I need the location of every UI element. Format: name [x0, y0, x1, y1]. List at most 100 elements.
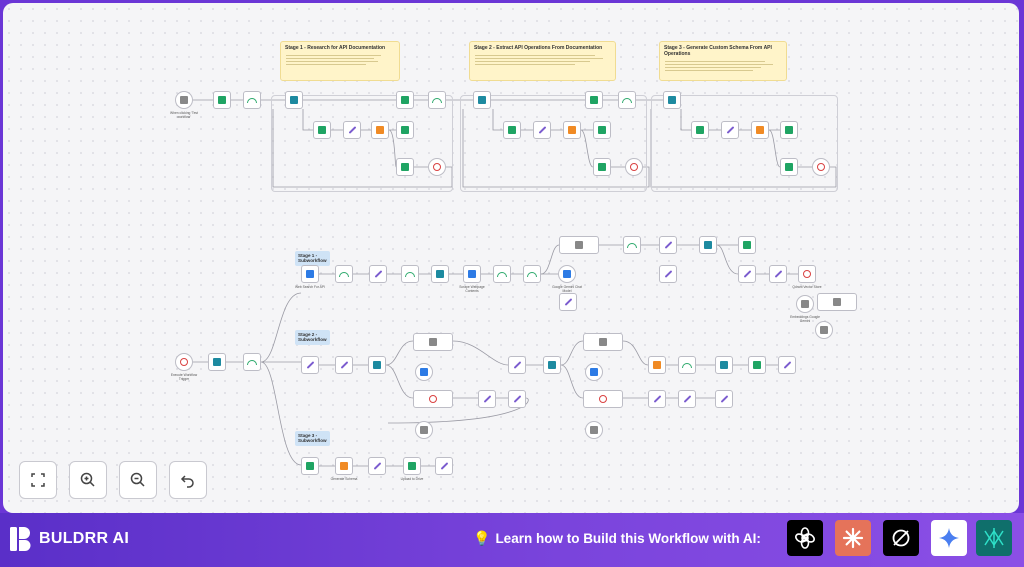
- sheets-update-node[interactable]: [396, 121, 414, 139]
- sheets-node[interactable]: [748, 356, 766, 374]
- vector-agent-node[interactable]: [413, 390, 453, 408]
- sheets-node[interactable]: [313, 121, 331, 139]
- vector-store-node[interactable]: [798, 265, 816, 283]
- set-node[interactable]: [508, 356, 526, 374]
- set-node[interactable]: [478, 390, 496, 408]
- set-node[interactable]: [715, 390, 733, 408]
- gemini-chat-node[interactable]: [415, 363, 433, 381]
- openai-button[interactable]: [787, 520, 823, 556]
- gemini-chat-node[interactable]: [558, 265, 576, 283]
- execute-workflow-node[interactable]: [751, 121, 769, 139]
- perplexity-button[interactable]: [883, 520, 919, 556]
- set-node[interactable]: [648, 390, 666, 408]
- set-node[interactable]: [659, 265, 677, 283]
- sheets-node[interactable]: [503, 121, 521, 139]
- sticky-note-stage-2[interactable]: Stage 2 - Extract API Operations From Do…: [469, 41, 616, 81]
- embeddings-node[interactable]: [415, 421, 433, 439]
- wait-node[interactable]: [625, 158, 643, 176]
- aggregate-node[interactable]: [715, 356, 733, 374]
- loop-node[interactable]: [699, 236, 717, 254]
- http-node[interactable]: [463, 265, 481, 283]
- http-request-node[interactable]: [301, 265, 319, 283]
- execute-workflow-node[interactable]: [563, 121, 581, 139]
- sheets-update-node[interactable]: [780, 158, 798, 176]
- sheets-update-node[interactable]: [593, 158, 611, 176]
- drive-node[interactable]: [403, 457, 421, 475]
- filter-node[interactable]: [335, 265, 353, 283]
- split-node[interactable]: [369, 265, 387, 283]
- embeddings-node[interactable]: [796, 295, 814, 313]
- loop-node[interactable]: [543, 356, 561, 374]
- chunk-node[interactable]: [817, 293, 857, 311]
- zoom-out-button[interactable]: [119, 461, 157, 499]
- stage-tag-2: Stage 2 -Subworkflow: [295, 330, 330, 345]
- brand[interactable]: BULDRR AI: [10, 527, 129, 551]
- green-node-icon: [318, 126, 326, 134]
- set-node[interactable]: [559, 293, 577, 311]
- vector-agent-node[interactable]: [583, 390, 623, 408]
- sheets-node[interactable]: [738, 236, 756, 254]
- agent-node[interactable]: [413, 333, 453, 351]
- filter-node[interactable]: [523, 265, 541, 283]
- wait-node[interactable]: [812, 158, 830, 176]
- filter-node[interactable]: [623, 236, 641, 254]
- sheets-node[interactable]: [691, 121, 709, 139]
- set-node[interactable]: [301, 356, 319, 374]
- set-node[interactable]: [738, 265, 756, 283]
- embeddings-node[interactable]: [585, 421, 603, 439]
- execute-workflow-trigger-node[interactable]: [175, 353, 193, 371]
- filter-node[interactable]: [428, 91, 446, 109]
- set-node[interactable]: [678, 390, 696, 408]
- embedding-node[interactable]: [769, 265, 787, 283]
- manual-trigger-node[interactable]: [175, 91, 193, 109]
- reset-view-button[interactable]: [169, 461, 207, 499]
- sticky-note-stage-1[interactable]: Stage 1 - Research for API Documentation: [280, 41, 400, 81]
- set-node[interactable]: [778, 356, 796, 374]
- gemini-button[interactable]: [931, 520, 967, 556]
- loop-node[interactable]: [663, 91, 681, 109]
- sheets-update-node[interactable]: [593, 121, 611, 139]
- sheets-update-node[interactable]: [396, 91, 414, 109]
- wait-node[interactable]: [428, 158, 446, 176]
- loop-node[interactable]: [368, 356, 386, 374]
- router-node[interactable]: [243, 353, 261, 371]
- filter-node[interactable]: [401, 265, 419, 283]
- html-node[interactable]: [431, 265, 449, 283]
- sheets-update-node[interactable]: [396, 158, 414, 176]
- switch-node[interactable]: [208, 353, 226, 371]
- set-node[interactable]: [343, 121, 361, 139]
- claude-button[interactable]: [835, 520, 871, 556]
- sheets-update-node[interactable]: [585, 91, 603, 109]
- transform-node[interactable]: [335, 356, 353, 374]
- set-node[interactable]: [435, 457, 453, 475]
- filter-node[interactable]: [493, 265, 511, 283]
- set-node[interactable]: [721, 121, 739, 139]
- fit-view-button[interactable]: [19, 461, 57, 499]
- manus-button[interactable]: [976, 520, 1012, 556]
- perplexity-icon: [892, 529, 910, 547]
- execute-workflow-node[interactable]: [371, 121, 389, 139]
- loop-node[interactable]: [285, 91, 303, 109]
- sheets-node[interactable]: [301, 457, 319, 475]
- filter-node[interactable]: [678, 356, 696, 374]
- agent-node[interactable]: [583, 333, 623, 351]
- workflow-canvas[interactable]: Stage 1 - Research for API Documentation…: [3, 3, 1019, 513]
- zoom-in-button[interactable]: [69, 461, 107, 499]
- gray-node-icon: [820, 326, 828, 334]
- loop-node[interactable]: [473, 91, 491, 109]
- code-node[interactable]: [648, 356, 666, 374]
- set-node[interactable]: [368, 457, 386, 475]
- set-node[interactable]: [533, 121, 551, 139]
- gemini-chat-node[interactable]: [585, 363, 603, 381]
- ai-agent-node[interactable]: [559, 236, 599, 254]
- set-node[interactable]: [508, 390, 526, 408]
- sheets-node[interactable]: [213, 91, 231, 109]
- set-node[interactable]: [659, 236, 677, 254]
- text-splitter-node[interactable]: [815, 321, 833, 339]
- sticky-note-stage-3[interactable]: Stage 3 - Generate Custom Schema From AP…: [659, 41, 787, 81]
- sheets-update-node[interactable]: [780, 121, 798, 139]
- filter-node[interactable]: [243, 91, 261, 109]
- filter-node[interactable]: [618, 91, 636, 109]
- code-node[interactable]: [335, 457, 353, 475]
- wifi-node-icon: [405, 271, 415, 277]
